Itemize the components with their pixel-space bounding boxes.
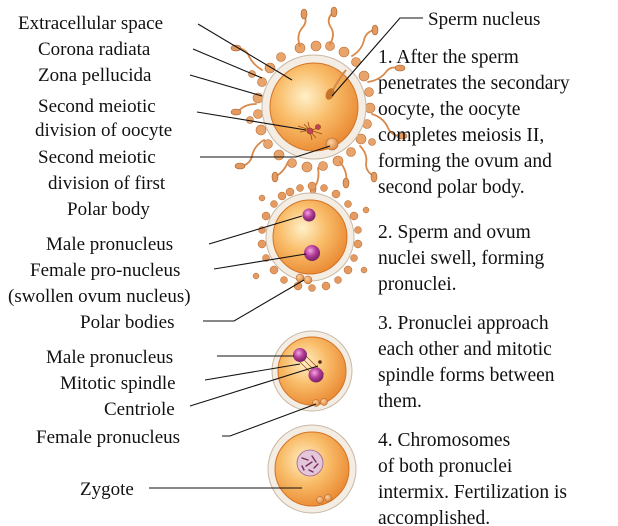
cell-pronuclei: [253, 182, 369, 292]
label-corona-radiata: Corona radiata: [38, 39, 151, 60]
label-zygote: Zygote: [80, 479, 134, 500]
label-female-pronucleus-2b: (swollen ovum nucleus): [8, 286, 191, 307]
first-polar-body: [326, 138, 338, 150]
step-4-line-4: accomplished.: [378, 508, 490, 526]
female-pronucleus-3: [309, 368, 324, 383]
step-2: 2. Sperm and ovum nuclei swell, forming …: [378, 222, 545, 295]
step-1-line-5: forming the ovum and: [378, 151, 552, 172]
cell-zygote: [268, 425, 356, 513]
step-1: 1. After the sperm penetrates the second…: [378, 47, 570, 198]
centriole-3: [318, 360, 322, 364]
step-3-line-3: spindle forms between: [378, 365, 555, 386]
label-second-meiotic-oocyte-1: Second meiotic: [38, 96, 156, 117]
step-2-line-2: nuclei swell, forming: [378, 248, 545, 269]
label-sperm-nucleus: Sperm nucleus: [428, 9, 540, 30]
label-male-pronucleus-3: Male pronucleus: [46, 347, 173, 368]
label-polar-bodies: Polar bodies: [80, 312, 174, 333]
oocyte-cytoplasm: [270, 63, 358, 151]
cell-spindle: [272, 331, 352, 411]
female-pronucleus-2: [304, 245, 320, 261]
step-1-line-3: oocyte, the oocyte: [378, 99, 520, 120]
step-1-line-2: penetrates the secondary: [378, 73, 570, 94]
step-4-line-2: of both pronuclei: [378, 456, 513, 477]
step-4-line-3: intermix. Fertilization is: [378, 482, 567, 503]
step-3-line-1: 3. Pronuclei approach: [378, 313, 549, 334]
step-3-line-4: them.: [378, 391, 422, 412]
label-extracellular-space: Extracellular space: [18, 13, 163, 34]
step-4: 4. Chromosomes of both pronuclei intermi…: [378, 430, 567, 526]
label-female-pronucleus-2a: Female pro-nucleus: [30, 260, 180, 281]
label-female-pronucleus-3: Female pronucleus: [36, 427, 180, 448]
step-1-line-4: completes meiosis II,: [378, 125, 544, 146]
label-male-pronucleus-2: Male pronucleus: [46, 234, 173, 255]
step-1-line-1: 1. After the sperm: [378, 47, 519, 68]
step-3-line-2: each other and mitotic: [378, 339, 552, 360]
label-second-meiotic-polar-3: Polar body: [67, 199, 150, 220]
step-2-line-3: pronuclei.: [378, 274, 457, 295]
step-4-line-1: 4. Chromosomes: [378, 430, 510, 451]
label-second-meiotic-polar-1: Second meiotic: [38, 147, 156, 168]
label-second-meiotic-polar-2: division of first: [48, 173, 166, 194]
step-3: 3. Pronuclei approach each other and mit…: [378, 313, 555, 412]
left-labels: Extracellular space Corona radiata Zona …: [8, 13, 191, 500]
male-pronucleus-2: [303, 209, 316, 222]
label-zona-pellucida: Zona pellucida: [38, 65, 152, 86]
label-second-meiotic-oocyte-2: division of oocyte: [35, 120, 172, 141]
male-pronucleus-3: [293, 348, 307, 362]
step-2-line-1: 2. Sperm and ovum: [378, 222, 531, 243]
label-centriole: Centriole: [104, 399, 175, 420]
step-1-line-6: second polar body.: [378, 177, 525, 198]
label-mitotic-spindle: Mitotic spindle: [60, 373, 176, 394]
